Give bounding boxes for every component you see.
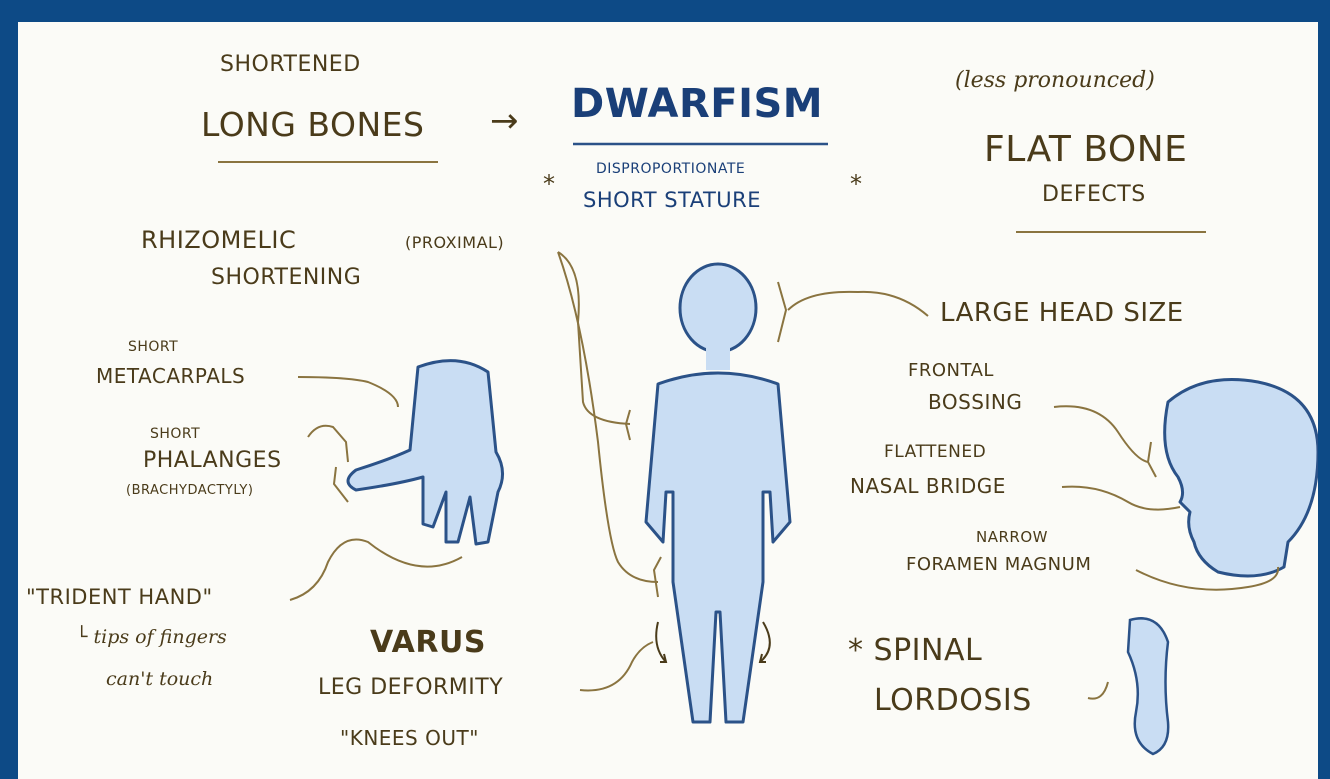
label-frontal: FRONTAL — [908, 362, 994, 380]
label-proximal: (PROXIMAL) — [405, 235, 504, 251]
label-foramen-magnum: FORAMEN MAGNUM — [906, 556, 1091, 574]
subtitle-disproportionate: DISPROPORTIONATE — [596, 162, 745, 176]
label-flat-bone: FLAT BONE — [984, 132, 1187, 168]
label-rhizomelic: RHIZOMELIC — [141, 228, 296, 252]
star-left: * — [543, 172, 556, 196]
label-spinal: * SPINAL — [848, 636, 982, 666]
arrow-to-dwarfism: → — [490, 104, 519, 138]
label-cant-touch: can't touch — [106, 670, 213, 689]
star-right: * — [850, 172, 863, 196]
label-short-metacarpals-1: SHORT — [128, 340, 178, 354]
whiteboard: DWARFISM * DISPROPORTIONATE SHORT STATUR… — [18, 22, 1318, 779]
label-brachydactyly: (BRACHYDACTYLY) — [126, 484, 253, 497]
label-lordosis: LORDOSIS — [874, 686, 1032, 716]
label-short-phalanges-1: SHORT — [150, 427, 200, 441]
human-figure — [646, 264, 790, 722]
label-varus: VARUS — [370, 628, 486, 658]
label-less-pronounced: (less pronounced) — [955, 70, 1155, 92]
label-bossing: BOSSING — [928, 392, 1022, 412]
label-flattened: FLATTENED — [884, 444, 986, 461]
trident-hand-illustration — [348, 361, 503, 544]
label-defects: DEFECTS — [1042, 184, 1146, 206]
subtitle-short-stature: SHORT STATURE — [583, 190, 761, 211]
label-large-head-size: LARGE HEAD SIZE — [940, 300, 1184, 326]
label-knees-out: "KNEES OUT" — [340, 728, 479, 748]
head-profile-illustration — [1165, 380, 1318, 577]
label-long-bones: LONG BONES — [201, 108, 424, 141]
label-nasal-bridge: NASAL BRIDGE — [850, 476, 1006, 496]
label-tips-of-fingers: └ tips of fingers — [76, 628, 227, 647]
spinal-lordosis-illustration — [1128, 618, 1168, 754]
label-short-metacarpals-2: METACARPALS — [96, 366, 245, 386]
label-shortening: SHORTENING — [211, 267, 361, 289]
label-short-phalanges-2: PHALANGES — [143, 450, 282, 472]
label-trident-hand: "TRIDENT HAND" — [26, 587, 213, 608]
title-dwarfism: DWARFISM — [571, 84, 823, 124]
label-leg-deformity: LEG DEFORMITY — [318, 677, 503, 699]
label-shortened: SHORTENED — [220, 54, 361, 76]
label-narrow: NARROW — [976, 530, 1048, 545]
